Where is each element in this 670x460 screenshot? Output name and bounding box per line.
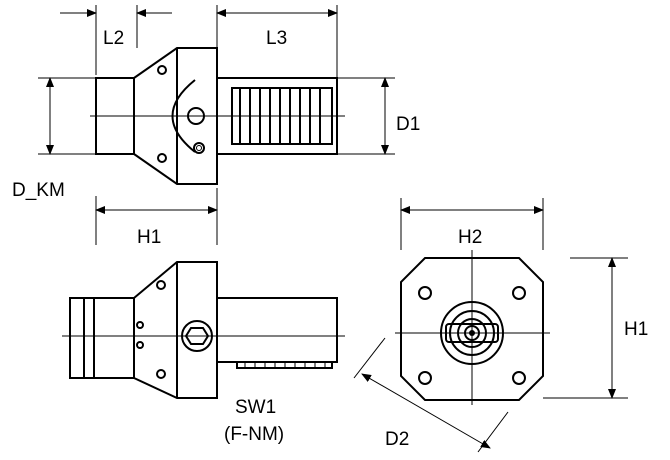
corner-hole-br: [512, 371, 526, 385]
top-side-view: [38, 5, 395, 245]
bottom-side-view: [62, 261, 345, 399]
shank-end: [69, 297, 85, 379]
right-shank: [216, 297, 338, 363]
thread-marks-b: [244, 362, 326, 368]
label-f-nm: (F-NM): [224, 424, 284, 445]
d2-ext-right: [477, 411, 509, 453]
corner-hole-bl: [418, 371, 432, 385]
groove: [83, 297, 95, 379]
corner-hole-tr: [512, 286, 526, 300]
front-view: [353, 198, 628, 453]
label-d-km: D_KM: [12, 180, 65, 201]
set-screw-inner: [196, 145, 202, 151]
label-h1-right: H1: [624, 319, 648, 340]
label-d1: D1: [396, 114, 420, 135]
label-h2: H2: [458, 227, 482, 248]
label-l3: L3: [266, 28, 287, 49]
screw-a: [136, 321, 144, 329]
label-d2: D2: [385, 429, 409, 450]
label-sw1: SW1: [235, 397, 276, 418]
corner-hole-tl: [418, 286, 432, 300]
shank-cylinder: [93, 297, 135, 379]
hole-top-b: [156, 280, 166, 290]
mount-hole-top: [157, 65, 167, 75]
d2-ext-left: [353, 337, 386, 379]
label-l2: L2: [103, 28, 124, 49]
screw-b: [136, 341, 144, 349]
set-screw: [193, 142, 205, 154]
hole-bottom-b: [156, 369, 166, 379]
label-h1-top: H1: [137, 227, 161, 248]
mount-hole-bottom: [157, 153, 167, 163]
octagon-flange: [400, 257, 544, 401]
d2-dim-line: [361, 373, 491, 449]
